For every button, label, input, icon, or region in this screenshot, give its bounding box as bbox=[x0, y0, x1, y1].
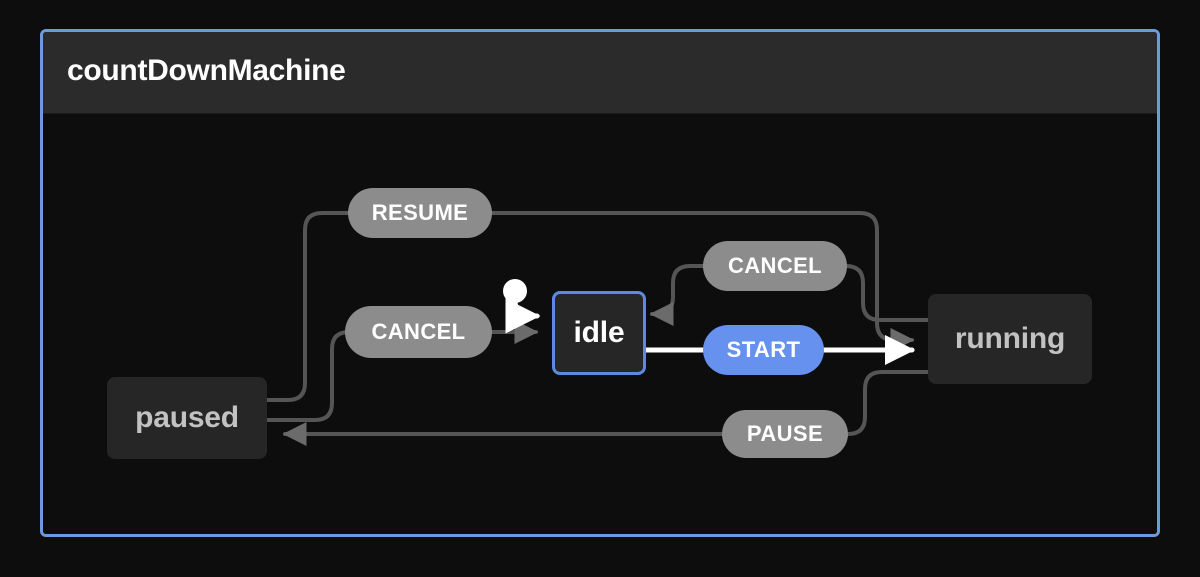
event-label-resume: RESUME bbox=[371, 200, 469, 225]
machine-header-bar: countDownMachine bbox=[43, 32, 1157, 114]
event-pill-pause[interactable]: PAUSE bbox=[722, 410, 848, 458]
state-node-paused[interactable]: paused bbox=[107, 377, 267, 459]
state-label-paused: paused bbox=[135, 401, 239, 434]
event-pill-start[interactable]: START bbox=[703, 325, 824, 375]
state-machine-panel[interactable]: countDownMachine bbox=[40, 29, 1160, 537]
state-label-idle: idle bbox=[573, 316, 625, 349]
event-label-start: START bbox=[726, 337, 801, 362]
state-node-idle[interactable]: idle bbox=[552, 291, 646, 375]
state-node-running[interactable]: running bbox=[928, 294, 1092, 384]
event-label-cancel-paused: CANCEL bbox=[371, 319, 466, 344]
event-label-cancel-running: CANCEL bbox=[727, 253, 823, 278]
event-pill-cancel-from-running[interactable]: CANCEL bbox=[703, 241, 847, 291]
event-label-pause: PAUSE bbox=[746, 421, 824, 446]
event-pill-resume[interactable]: RESUME bbox=[348, 188, 492, 238]
event-pill-cancel-from-paused[interactable]: CANCEL bbox=[345, 306, 492, 358]
state-label-running: running bbox=[954, 322, 1066, 355]
machine-title: countDownMachine bbox=[67, 54, 346, 87]
